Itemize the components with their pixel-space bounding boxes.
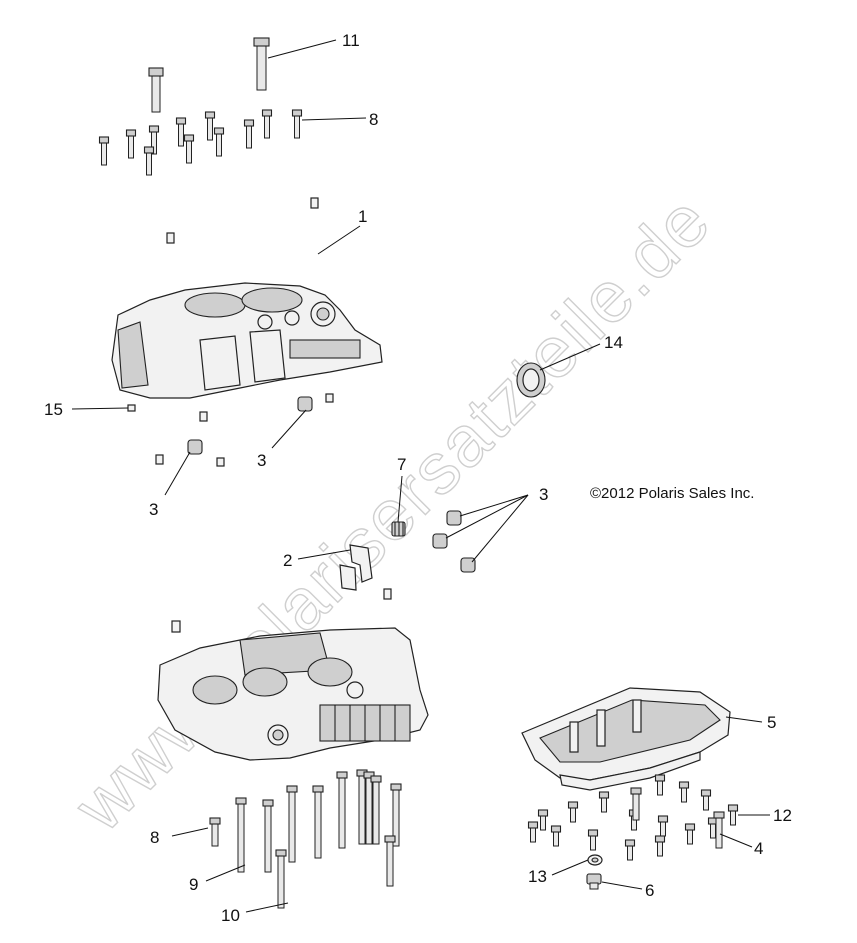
dowel-pins bbox=[127, 197, 392, 633]
bolt-icon bbox=[537, 809, 549, 831]
bolt-icon bbox=[143, 146, 155, 176]
bolt-icon bbox=[312, 785, 324, 859]
bolt-icon bbox=[98, 136, 110, 166]
upper-bolt-set bbox=[98, 37, 303, 176]
callout-1: 1 bbox=[358, 207, 367, 226]
oil-pan-bolt-set bbox=[527, 774, 739, 861]
bolt-icon bbox=[700, 789, 712, 811]
callout-3-left: 3 bbox=[149, 500, 158, 519]
bolt-icon bbox=[183, 134, 195, 164]
bolt-icon bbox=[654, 835, 666, 857]
bolt-icon bbox=[654, 774, 666, 796]
bolt-icon bbox=[148, 125, 160, 155]
bolt-icon bbox=[587, 829, 599, 851]
lower-bolt-set bbox=[209, 769, 402, 909]
bolt-icon bbox=[209, 817, 221, 847]
bolt-icon bbox=[356, 769, 368, 845]
leader-lines bbox=[71, 39, 770, 913]
bracket-part bbox=[339, 544, 373, 591]
small-gear bbox=[391, 521, 406, 537]
bolt-icon bbox=[213, 127, 225, 157]
bolt-icon bbox=[567, 801, 579, 823]
callout-11: 11 bbox=[342, 31, 360, 50]
callout-6: 6 bbox=[645, 881, 654, 900]
bolt-icon bbox=[235, 797, 247, 873]
callout-7: 7 bbox=[397, 455, 406, 474]
bolt-icon bbox=[657, 815, 669, 837]
bushings bbox=[187, 396, 476, 573]
callout-15: 15 bbox=[44, 400, 63, 419]
bolt-icon bbox=[261, 109, 273, 139]
drain-plug bbox=[586, 854, 603, 890]
bolt-icon bbox=[175, 117, 187, 147]
seal-part bbox=[516, 362, 546, 398]
callout-8-top: 8 bbox=[369, 110, 378, 129]
bolt-icon bbox=[363, 771, 375, 845]
callout-8-bottom: 8 bbox=[150, 828, 159, 847]
bolt-icon bbox=[713, 811, 725, 849]
copyright-text: ©2012 Polaris Sales Inc. bbox=[590, 485, 754, 502]
bolt-icon bbox=[125, 129, 137, 159]
bolt-icon bbox=[624, 839, 636, 861]
bolt-icon bbox=[262, 799, 274, 873]
bolt-icon bbox=[527, 821, 539, 843]
bolt-icon bbox=[550, 825, 562, 847]
lower-crankcase bbox=[157, 627, 429, 761]
callout-10: 10 bbox=[221, 906, 240, 925]
callout-labels: 11 8 1 14 15 3 3 7 3 2 5 12 8 4 9 13 6 1… bbox=[44, 31, 792, 925]
bolt-icon bbox=[286, 785, 298, 863]
bolt-icon bbox=[384, 835, 396, 887]
bolt-icon bbox=[291, 109, 303, 139]
callout-3-right: 3 bbox=[539, 485, 548, 504]
callout-5: 5 bbox=[767, 713, 776, 732]
bolt-icon bbox=[390, 783, 402, 847]
oil-pan bbox=[521, 687, 731, 791]
bolt-icon bbox=[630, 787, 642, 821]
callout-3-upper: 3 bbox=[257, 451, 266, 470]
callout-4: 4 bbox=[754, 839, 763, 858]
bolt-icon bbox=[243, 119, 255, 149]
bolt-icon bbox=[370, 775, 382, 845]
bolt-icon bbox=[727, 804, 739, 826]
bolt-icon bbox=[275, 849, 287, 909]
callout-14: 14 bbox=[604, 333, 623, 352]
bolt-icon bbox=[598, 791, 610, 813]
upper-crankcase bbox=[111, 282, 383, 399]
callout-13: 13 bbox=[528, 867, 547, 886]
bolt-icon bbox=[684, 823, 696, 845]
callout-9: 9 bbox=[189, 875, 198, 894]
bolt-icon bbox=[336, 771, 348, 849]
callout-2: 2 bbox=[283, 551, 292, 570]
bolt-icon bbox=[678, 781, 690, 803]
callout-12: 12 bbox=[773, 806, 792, 825]
bolt-icon bbox=[204, 111, 216, 141]
